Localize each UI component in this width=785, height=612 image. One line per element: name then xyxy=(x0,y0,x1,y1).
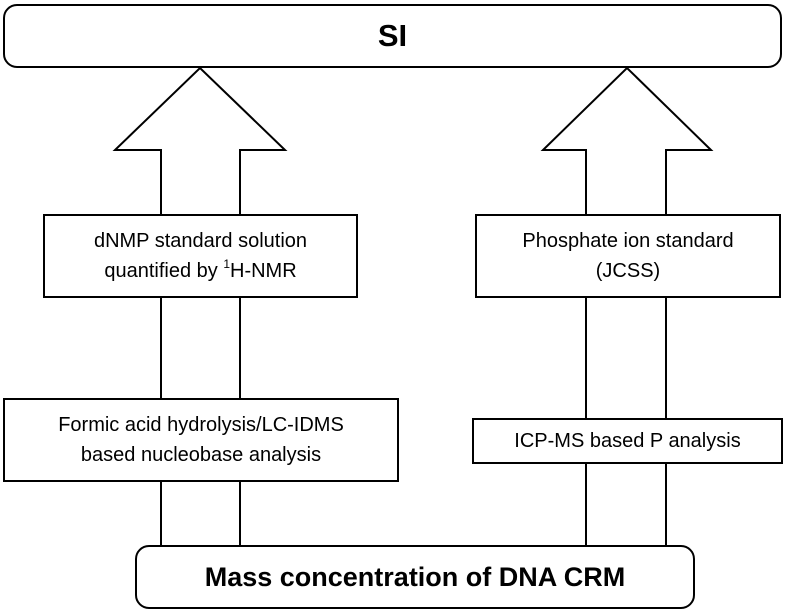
top-box-label: SI xyxy=(377,18,408,53)
phosphate-standard-line2: (JCSS) xyxy=(595,260,661,282)
top-box-si: SI xyxy=(3,4,782,68)
bottom-box-dna-crm: Mass concentration of DNA CRM xyxy=(135,545,695,609)
dnmp-standard-box: dNMP standard solution quantified by 1H-… xyxy=(43,214,358,298)
icp-ms-line1: ICP-MS based P analysis xyxy=(514,430,741,452)
icp-ms-analysis-box: ICP-MS based P analysis xyxy=(472,418,783,464)
phosphate-standard-box: Phosphate ion standard (JCSS) xyxy=(475,214,781,298)
formic-acid-analysis-box: Formic acid hydrolysis/LC-IDMS based nuc… xyxy=(3,398,399,482)
dnmp-standard-line1: dNMP standard solution xyxy=(93,230,308,252)
formic-acid-line2: based nucleobase analysis xyxy=(80,444,322,466)
bottom-box-label: Mass concentration of DNA CRM xyxy=(204,561,626,592)
right-up-arrow xyxy=(540,66,714,549)
phosphate-standard-line1: Phosphate ion standard xyxy=(522,230,734,252)
formic-acid-line1: Formic acid hydrolysis/LC-IDMS xyxy=(58,414,344,436)
nmr-superscript: 1 xyxy=(223,257,230,271)
dnmp-standard-line2: quantified by 1H-NMR xyxy=(104,257,297,282)
